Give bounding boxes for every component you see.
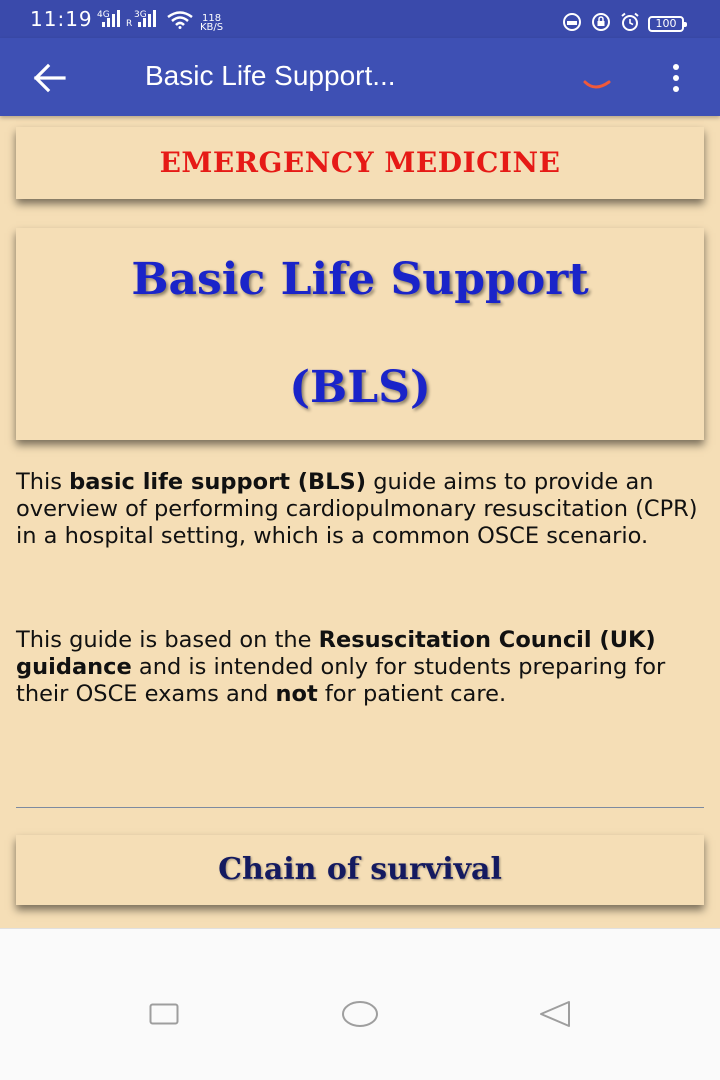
section-heading: Chain of survival bbox=[218, 852, 502, 887]
bold-resus-council: Resuscitation Council (UK) guidance bbox=[16, 627, 656, 680]
recents-button[interactable] bbox=[149, 1003, 179, 1029]
network-speed: 118 KB/S bbox=[200, 13, 224, 33]
network-tag-4g: 4G bbox=[97, 10, 110, 20]
article-title: Basic Life Support bbox=[131, 254, 589, 305]
home-button[interactable] bbox=[341, 1000, 379, 1032]
triangle-back-icon bbox=[540, 1001, 570, 1027]
status-time: 11:19 bbox=[30, 7, 93, 31]
category-label: EMERGENCY MEDICINE bbox=[159, 146, 561, 179]
data-saver-icon bbox=[562, 12, 582, 36]
title-card: Basic Life Support (BLS) bbox=[16, 228, 704, 440]
arrow-left-icon bbox=[33, 63, 66, 93]
signal-icon bbox=[102, 9, 120, 27]
nav-back-button[interactable] bbox=[539, 1000, 571, 1032]
article-title-abbrev: (BLS) bbox=[289, 362, 431, 413]
page-title: Basic Life Support... bbox=[145, 60, 396, 91]
lock-rotation-icon bbox=[591, 12, 611, 36]
navigation-bar bbox=[0, 928, 720, 1080]
app-bar: Basic Life Support... bbox=[0, 38, 720, 116]
bold-bls: basic life support (BLS) bbox=[69, 469, 367, 495]
section-heading-card: Chain of survival bbox=[16, 835, 704, 905]
roaming-tag: R bbox=[126, 19, 133, 29]
speed-value: 118 bbox=[202, 13, 222, 24]
battery-indicator: 100 bbox=[648, 16, 687, 32]
status-bar: 11:19 4G R 3G 118 KB/S bbox=[0, 0, 720, 38]
more-options-button[interactable] bbox=[664, 60, 688, 96]
bold-not: not bbox=[275, 681, 318, 707]
network-tag-3g: 3G bbox=[134, 10, 147, 20]
intro-paragraph: This basic life support (BLS) guide aims… bbox=[16, 469, 698, 549]
circle-home-icon bbox=[342, 1001, 378, 1027]
divider bbox=[16, 807, 704, 808]
loading-spinner-icon bbox=[581, 64, 613, 98]
guidance-paragraph: This guide is based on the Resuscitation… bbox=[16, 627, 666, 707]
category-card: EMERGENCY MEDICINE bbox=[16, 127, 704, 199]
speed-unit: KB/S bbox=[200, 22, 224, 33]
signal-icon-2 bbox=[138, 9, 156, 27]
back-button[interactable] bbox=[30, 58, 82, 98]
more-vert-icon bbox=[673, 64, 679, 70]
wifi-icon bbox=[166, 11, 194, 33]
alarm-icon bbox=[620, 12, 640, 36]
square-recents-icon bbox=[149, 1003, 179, 1025]
